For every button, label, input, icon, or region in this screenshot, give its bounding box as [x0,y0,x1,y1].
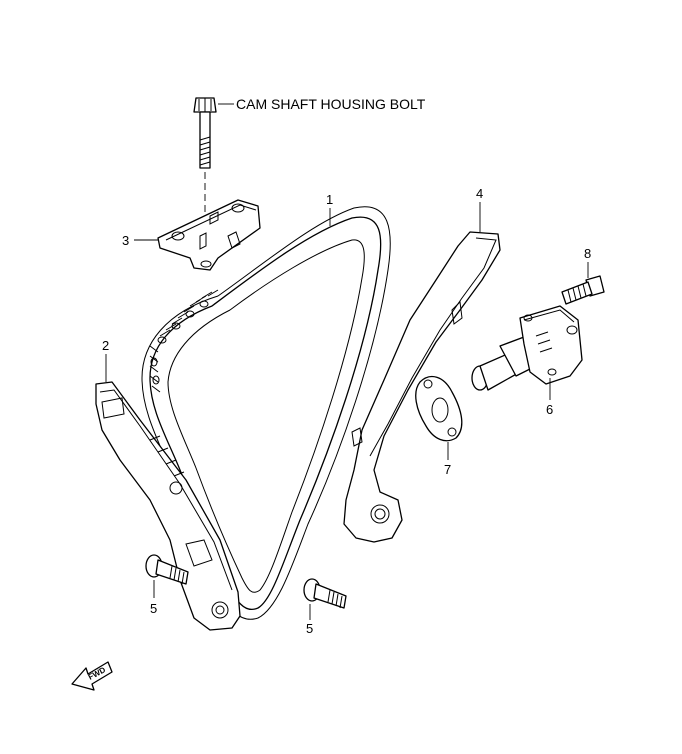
chain-links [149,289,219,393]
tensioner-gasket [415,375,463,442]
cam-shaft-housing-bolt [193,97,217,169]
callout-8: 8 [584,246,591,261]
chain-tensioner-arm [343,231,501,543]
chain-guide [95,381,241,631]
guide-bolt-left [145,554,189,585]
adjuster-bolt [561,275,605,305]
callout-5-left: 5 [150,601,157,616]
callout-3: 3 [122,233,129,248]
tensioner-adjuster [471,305,583,391]
cam-chain-guide-holder [157,199,261,271]
callout-1: 1 [326,192,333,207]
fwd-arrow-icon: FWD [71,661,113,691]
callout-6: 6 [546,402,553,417]
callout-4: 4 [476,186,483,201]
callout-2: 2 [102,338,109,353]
guide-bolt-right [303,578,347,609]
callout-7: 7 [444,462,451,477]
bolt-name-label: CAM SHAFT HOUSING BOLT [236,96,426,112]
cam-chain [141,206,391,620]
callout-5-right: 5 [306,621,313,636]
